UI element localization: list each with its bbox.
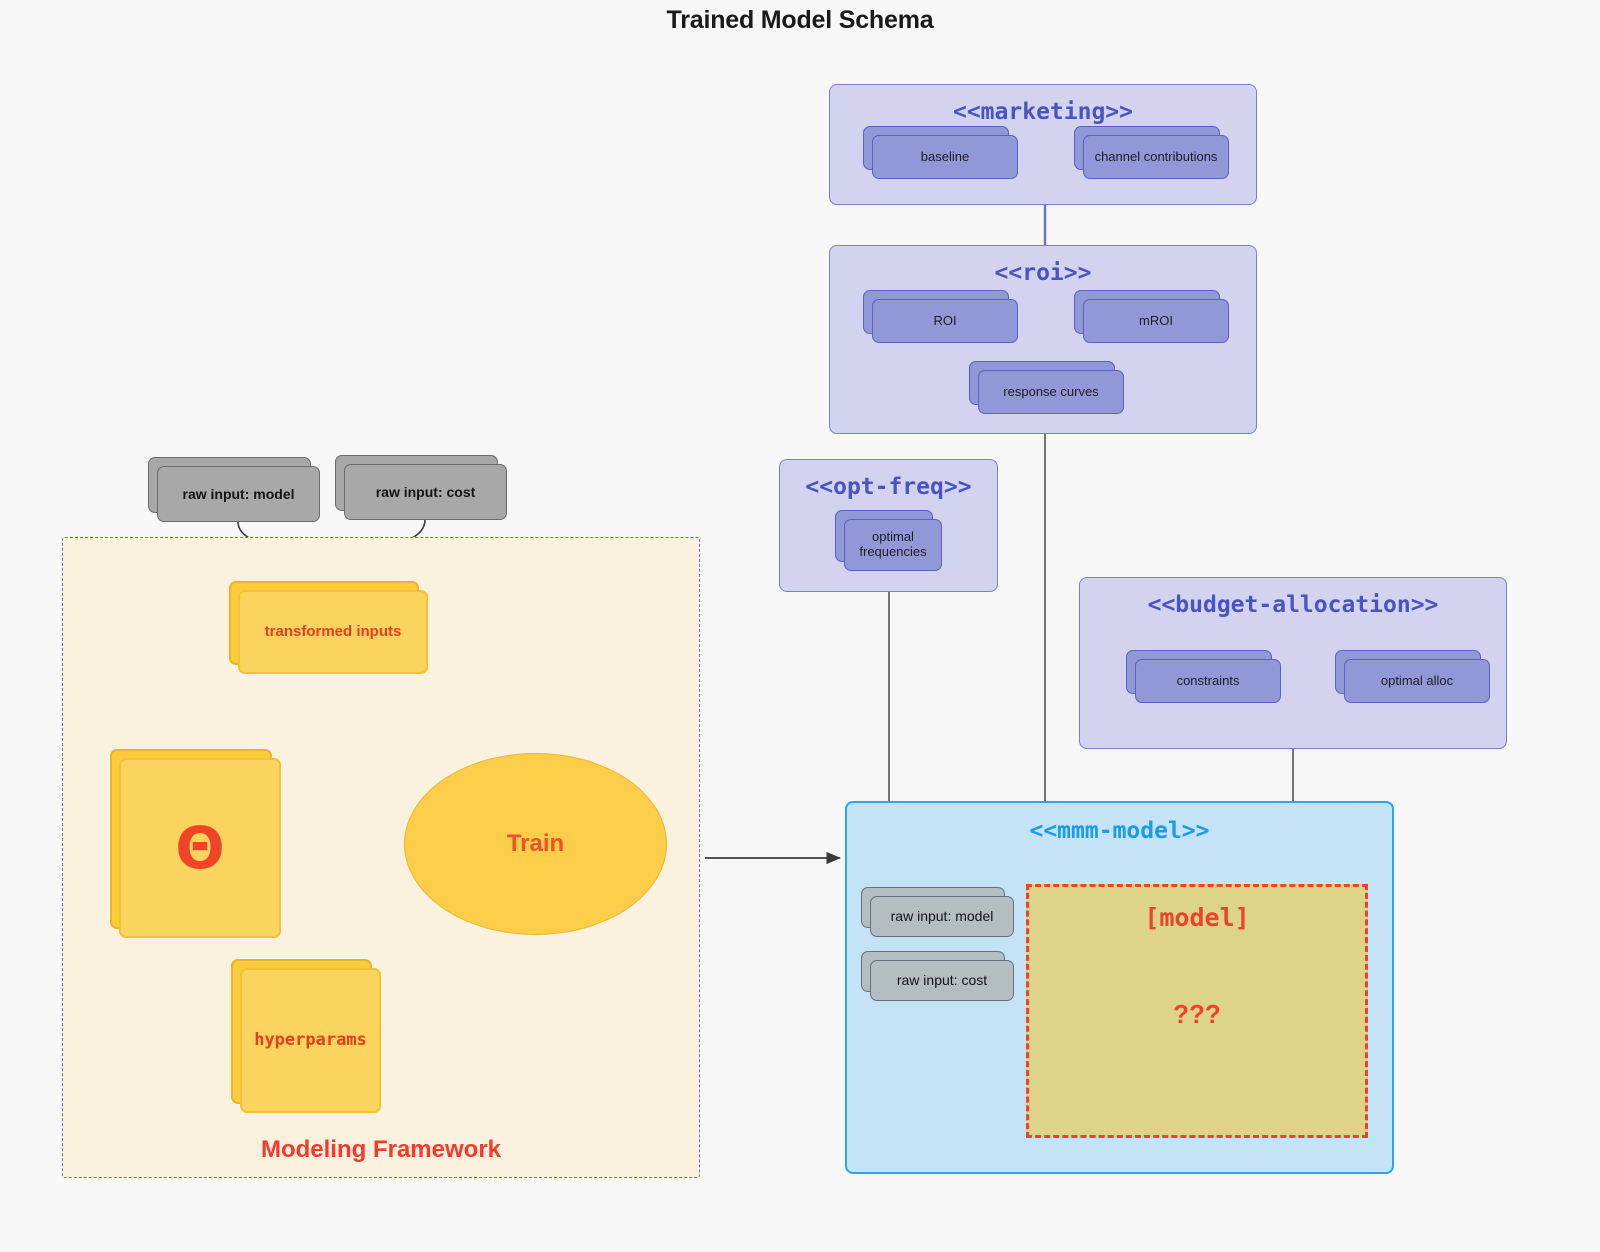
node-optimal-alloc[interactable]: optimal alloc [1335,650,1490,703]
node-constraints-label: constraints [1135,659,1281,703]
node-roi-label: ROI [872,299,1018,343]
node-raw-input-cost[interactable]: raw input: cost [335,455,507,520]
node-optimal-frequencies-line2: frequencies [859,544,927,559]
model-region-unknown: ??? [1173,999,1221,1029]
package-marketing[interactable]: <<marketing>> baseline channel contribut… [829,84,1257,205]
node-response-curves-label: response curves [978,370,1124,414]
node-hyperparams-label: hyperparams [240,968,381,1113]
node-mroi-label: mROI [1083,299,1229,343]
package-mmm-model-title: <<mmm-model>> [1029,818,1210,844]
node-mmm-raw-input-cost-label: raw input: cost [870,960,1014,1001]
node-constraints[interactable]: constraints [1126,650,1281,703]
theta-glyph: Θ [175,814,225,882]
package-marketing-title: <<marketing>> [952,99,1133,125]
node-hyperparams[interactable]: hyperparams [231,959,381,1113]
model-unknown-region[interactable]: [model] ??? [1026,884,1368,1138]
node-train[interactable]: Train [404,753,667,935]
node-response-curves[interactable]: response curves [969,361,1124,414]
package-budget-allocation[interactable]: <<budget-allocation>> constraints optima… [1079,577,1507,749]
node-baseline-label: baseline [872,135,1018,179]
node-channel-contributions-label: channel contributions [1083,135,1229,179]
node-mmm-raw-input-model[interactable]: raw input: model [861,887,1014,937]
node-theta[interactable]: Θ [110,749,281,938]
node-roi[interactable]: ROI [863,290,1018,343]
node-mmm-raw-input-model-label: raw input: model [870,896,1014,937]
model-region-title: [model] [1144,903,1250,932]
node-train-label: Train [506,830,565,857]
node-optimal-frequencies-line1: optimal [872,529,914,545]
node-optimal-frequencies[interactable]: optimal frequencies [835,510,942,571]
package-roi[interactable]: <<roi>> ROI mROI response curves [829,245,1257,434]
package-opt-freq-title: <<opt-freq>> [805,474,972,500]
node-theta-symbol: Θ [119,758,281,938]
node-mroi[interactable]: mROI [1074,290,1229,343]
page-title: Trained Model Schema [666,6,934,34]
node-optimal-alloc-label: optimal alloc [1344,659,1490,703]
package-roi-title: <<roi>> [994,260,1092,286]
node-transformed-inputs-label: transformed inputs [238,590,428,674]
node-raw-input-model[interactable]: raw input: model [148,457,320,522]
node-raw-input-cost-label: raw input: cost [344,464,507,520]
node-channel-contributions[interactable]: channel contributions [1074,126,1229,179]
node-raw-input-model-label: raw input: model [157,466,320,522]
package-opt-freq[interactable]: <<opt-freq>> optimal frequencies [779,459,998,592]
node-transformed-inputs[interactable]: transformed inputs [229,581,428,674]
modeling-framework-label: Modeling Framework [260,1136,502,1163]
package-budget-allocation-title: <<budget-allocation>> [1147,592,1439,618]
node-baseline[interactable]: baseline [863,126,1018,179]
node-mmm-raw-input-cost[interactable]: raw input: cost [861,951,1014,1001]
node-optimal-frequencies-label: optimal frequencies [844,519,942,571]
